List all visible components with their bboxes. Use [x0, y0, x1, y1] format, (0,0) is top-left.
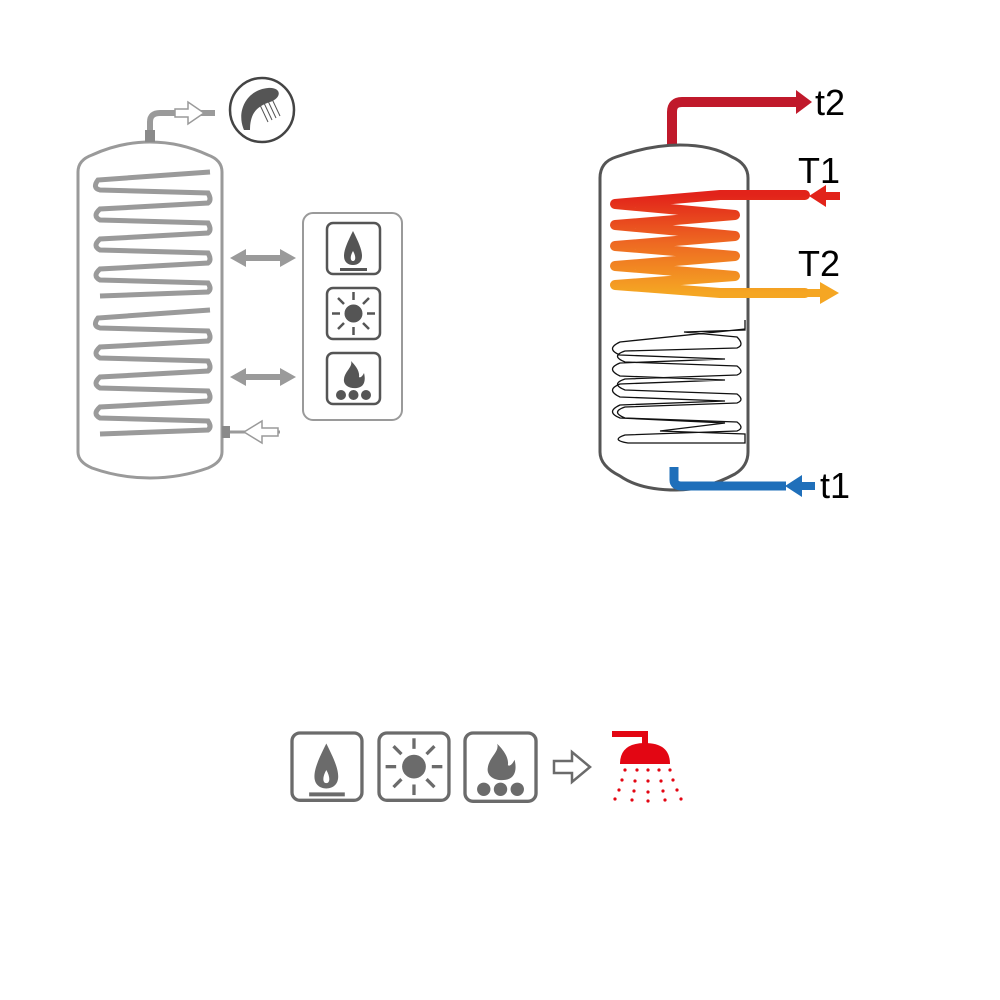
heat-source-panel [302, 212, 403, 421]
shower-icon [612, 731, 683, 803]
solid-fuel-fire-icon [463, 731, 538, 804]
sun-icon [325, 286, 382, 341]
right-tank-diagram: t2 T1 T2 t1 [598, 82, 850, 506]
cold-water-inlet-pipe [669, 467, 786, 491]
t1-arrow-icon [785, 475, 815, 497]
left-tank-diagram [76, 76, 403, 480]
bottom-icon-row [290, 731, 683, 804]
solid-fuel-fire-icon [325, 351, 382, 406]
left-tank-body [76, 140, 224, 480]
shower-head-icon [228, 76, 296, 144]
outlet-arrow-icon [174, 100, 206, 126]
hot-water-outlet-pipe [667, 97, 786, 145]
label-T1: T1 [798, 150, 840, 191]
T1-arrow-icon [809, 185, 840, 207]
gas-flame-icon [290, 731, 364, 802]
label-t1: t1 [820, 465, 850, 506]
heating-coil [610, 190, 810, 298]
left-lower-coil [92, 307, 213, 437]
secondary-coil [611, 320, 746, 444]
double-arrow-upper-icon [230, 249, 296, 267]
t2-arrow-icon [786, 90, 812, 114]
gas-flame-icon [325, 221, 382, 276]
sun-icon [377, 731, 451, 802]
arrow-right-icon [552, 749, 592, 785]
double-arrow-lower-icon [230, 368, 296, 386]
label-T2: T2 [798, 243, 840, 284]
right-tank-body [598, 143, 750, 492]
T2-arrow-icon [808, 282, 839, 304]
left-upper-coil [92, 169, 213, 299]
left-hot-outlet-pipe [147, 110, 215, 141]
label-t2: t2 [815, 82, 845, 123]
inlet-arrow-icon [242, 419, 279, 445]
